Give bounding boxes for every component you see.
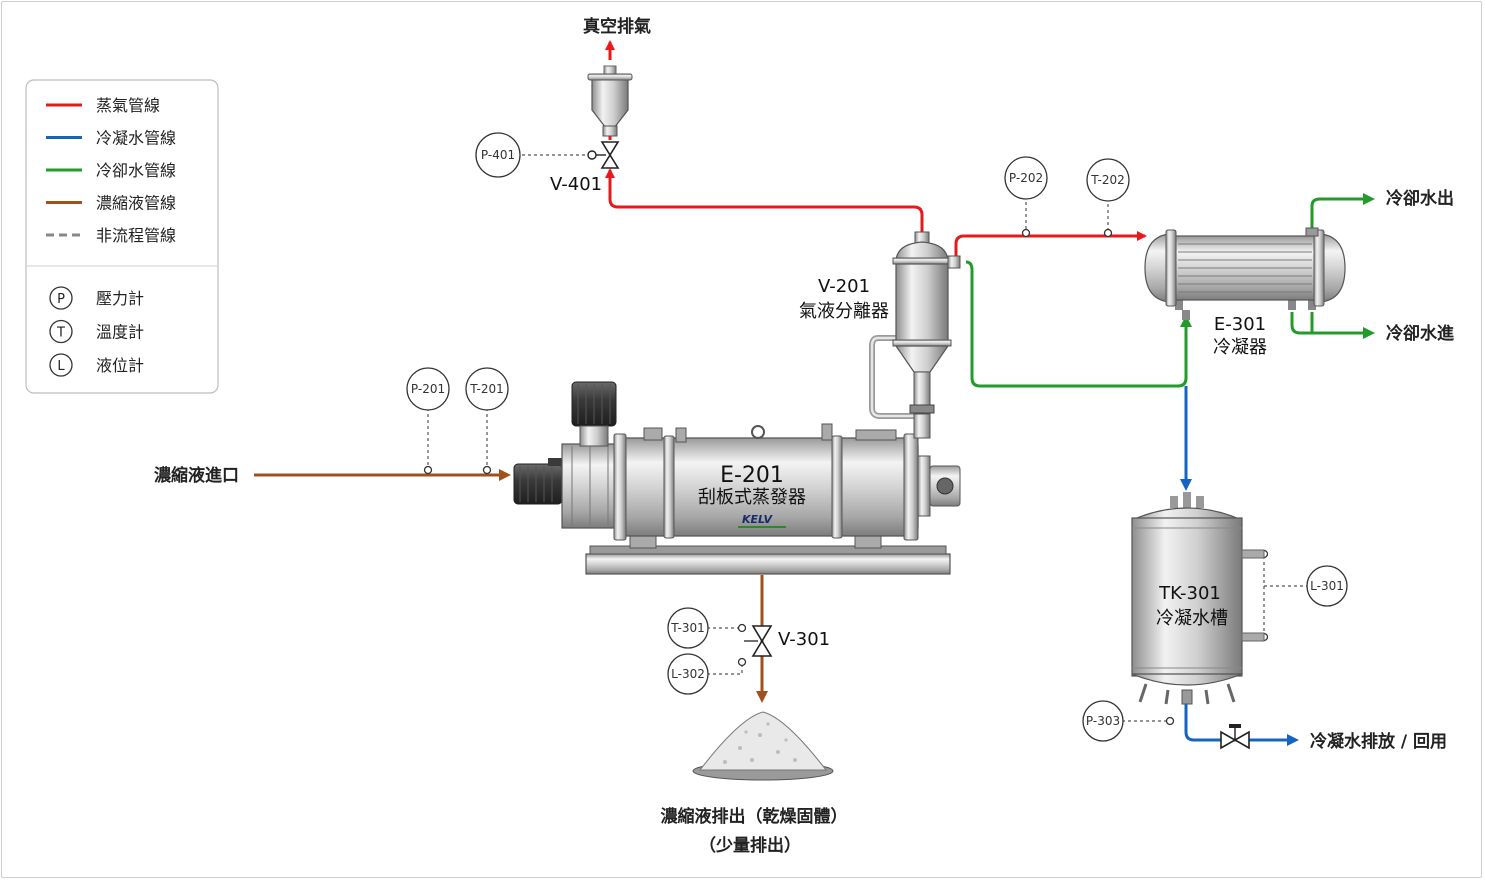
instrument-t301-tag: T-301 [670, 621, 704, 635]
steam-line-to-condenser [954, 231, 1147, 258]
separator-name: 氣液分離器 [799, 301, 889, 322]
legend-instrument-label: 壓力計 [96, 289, 144, 308]
legend-instrument-symbol: P [57, 292, 65, 307]
instrument-t301: T-301 [667, 607, 709, 649]
tank-name: 冷凝水槽 [1156, 608, 1228, 629]
instrument-t201-tag: T-201 [469, 382, 503, 396]
valve-v301[interactable] [744, 625, 773, 657]
cooling-return-line [965, 260, 1192, 388]
legend-box [25, 79, 219, 394]
instrument-p303-tag: P-303 [1086, 714, 1120, 728]
legend-line-label: 蒸氣管線 [96, 96, 160, 115]
instrument-p303: P-303 [1082, 700, 1124, 742]
legend-instrument-symbol: L [57, 359, 65, 374]
steam-line-to-vent [608, 170, 924, 240]
legend-instrument-circle [49, 353, 73, 377]
separator-v201 [892, 231, 961, 433]
product-pile [692, 711, 834, 781]
legend-instrument-circle [49, 319, 73, 344]
product-note-label: （少量排出） [699, 835, 801, 856]
valve-discharge[interactable] [1220, 724, 1250, 750]
cooling-water-out-line [1310, 193, 1375, 232]
instrument-l302-tag: L-302 [671, 667, 705, 681]
feed-inlet-label: 濃縮液進口 [154, 465, 239, 486]
cooling-water-in-line [1290, 312, 1375, 339]
legend-instrument-circle [49, 286, 73, 310]
instrument-l302: L-302 [667, 653, 709, 695]
instrument-l301: L-301 [1306, 565, 1348, 607]
product-outlet-label: 濃縮液排出（乾燥固體） [661, 806, 848, 827]
instrument-t202: T-202 [1086, 158, 1130, 202]
evaporator-e201: KELV [513, 381, 961, 575]
condenser-e301 [1144, 227, 1346, 320]
vacuum-exhaust-label: 真空排氣 [583, 16, 651, 37]
legend-line-label: 冷卻水管線 [96, 161, 176, 180]
valve-v401-tag: V-401 [550, 174, 602, 195]
legend-instrument-label: 液位計 [96, 356, 144, 375]
instrument-p201-tag: P-201 [411, 382, 445, 396]
evaporator-brand: KELV [742, 513, 774, 526]
legend-line-label: 冷凝水管線 [96, 129, 176, 148]
instrument-p401-tag: P-401 [481, 148, 515, 162]
condensate-discharge-label: 冷凝水排放 / 回用 [1310, 731, 1447, 752]
tank-tag: TK-301 [1158, 583, 1221, 604]
legend-line-label: 非流程管線 [96, 226, 176, 245]
condensate-discharge-line [1184, 702, 1299, 746]
evaporator-name: 刮板式蒸發器 [698, 487, 806, 508]
instrument-t202-tag: T-202 [1090, 173, 1124, 187]
legend-instrument-list: P 壓力計 T 溫度計 L 液位計 [49, 286, 144, 377]
instrument-l301-tag: L-301 [1310, 579, 1344, 593]
legend-instrument-symbol: T [56, 326, 65, 341]
cooling-water-out-label: 冷卻水出 [1386, 188, 1454, 209]
evaporator-tag: E-201 [720, 463, 784, 488]
valve-v401[interactable] [587, 141, 620, 169]
cooling-water-in-label: 冷卻水進 [1386, 323, 1454, 344]
instrument-p202-tag: P-202 [1009, 171, 1043, 185]
condenser-tag: E-301 [1214, 314, 1266, 335]
tank-tk301 [1131, 492, 1265, 705]
instrument-p201: P-201 [406, 367, 450, 411]
condenser-name: 冷凝器 [1213, 337, 1267, 358]
instrument-p202: P-202 [1004, 156, 1048, 200]
separator-tag: V-201 [818, 276, 870, 297]
instrument-t201: T-201 [465, 367, 509, 411]
legend-instrument-label: 溫度計 [96, 323, 144, 342]
vacuum-vent-pot [587, 65, 633, 137]
legend-line-label: 濃縮液管線 [96, 194, 176, 213]
valve-v301-tag: V-301 [778, 629, 830, 650]
instrument-p401: P-401 [475, 132, 521, 178]
